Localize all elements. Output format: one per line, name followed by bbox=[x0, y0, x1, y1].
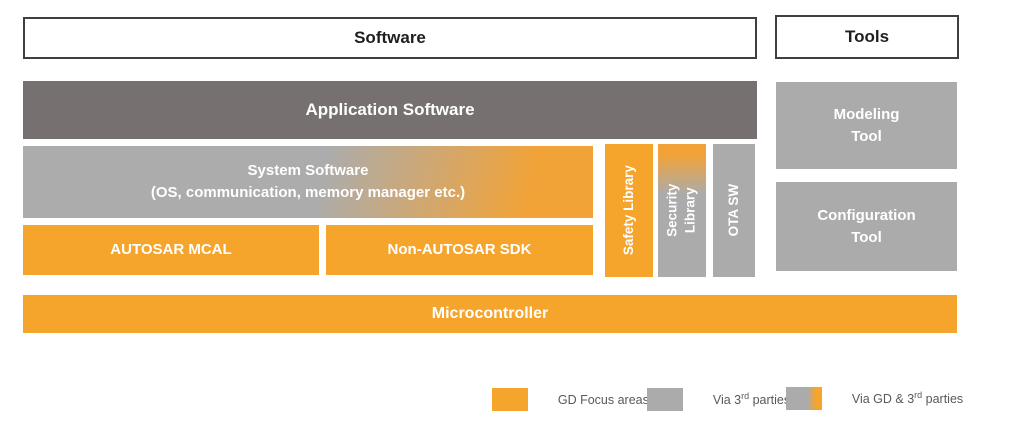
application-software-label: Application Software bbox=[305, 100, 475, 119]
system-software-block: System Software (OS, communication, memo… bbox=[23, 146, 593, 218]
safety-library-bar: Safety Library bbox=[605, 144, 653, 277]
system-software-label-line1: System Software bbox=[247, 162, 369, 180]
software-header-label: Software bbox=[354, 28, 426, 47]
tools-header-label: Tools bbox=[844, 27, 890, 46]
ota-sw-label: OTA SW bbox=[725, 184, 741, 237]
legend-swatch-orange bbox=[492, 387, 528, 411]
tools-header-box: Tools bbox=[775, 15, 959, 59]
application-software-block: Application Software bbox=[23, 81, 757, 139]
legend-swatch-gray-orange bbox=[786, 386, 822, 410]
ota-sw-bar: OTA SW bbox=[713, 144, 755, 277]
non-autosar-sdk-label: Non-AUTOSAR SDK bbox=[387, 241, 532, 259]
security-library-label-line1: Security bbox=[664, 183, 680, 238]
non-autosar-sdk-block: Non-AUTOSAR SDK bbox=[326, 225, 593, 275]
legend-label-gd-and-third-parties: Via GD & 3rd parties bbox=[831, 376, 963, 420]
modeling-tool-label-line2: Tool bbox=[851, 127, 882, 145]
legend-text: Via 3 bbox=[712, 393, 742, 408]
legend-swatch-gray bbox=[647, 387, 683, 411]
security-library-bar: Security Library bbox=[658, 144, 706, 277]
legend-item-gd-focus: GD Focus areas bbox=[492, 377, 649, 421]
microcontroller-block: Microcontroller bbox=[23, 295, 957, 333]
system-software-label-line2: (OS, communication, memory manager etc.) bbox=[150, 184, 466, 201]
modeling-tool-label-line1: Modeling bbox=[833, 105, 900, 123]
configuration-tool-label-line1: Configuration bbox=[817, 206, 916, 224]
legend-text: GD Focus areas bbox=[557, 393, 649, 408]
autosar-mcal-block: AUTOSAR MCAL bbox=[23, 225, 319, 275]
legend-text: parties bbox=[922, 392, 964, 407]
software-header-box: Software bbox=[23, 17, 757, 59]
security-library-label: Security Library bbox=[664, 184, 700, 237]
legend-label-third-parties: Via 3rd parties bbox=[692, 377, 790, 421]
legend-label-gd-focus: GD Focus areas bbox=[537, 377, 649, 421]
safety-library-label: Safety Library bbox=[620, 165, 636, 256]
configuration-tool-label-line2: Tool bbox=[851, 228, 882, 246]
legend-sup: rd bbox=[914, 390, 923, 400]
modeling-tool-block: Modeling Tool bbox=[776, 82, 957, 169]
legend-text: Via GD & 3 bbox=[851, 392, 915, 407]
legend-item-third-parties: Via 3rd parties bbox=[647, 377, 790, 421]
security-library-label-line2: Library bbox=[683, 187, 698, 234]
configuration-tool-block: Configuration Tool bbox=[776, 182, 957, 271]
microcontroller-label: Microcontroller bbox=[431, 305, 549, 322]
legend-text: parties bbox=[749, 393, 791, 408]
autosar-mcal-label: AUTOSAR MCAL bbox=[110, 241, 232, 259]
legend-item-gd-and-third-parties: Via GD & 3rd parties bbox=[786, 376, 963, 420]
legend-sup: rd bbox=[741, 391, 750, 401]
